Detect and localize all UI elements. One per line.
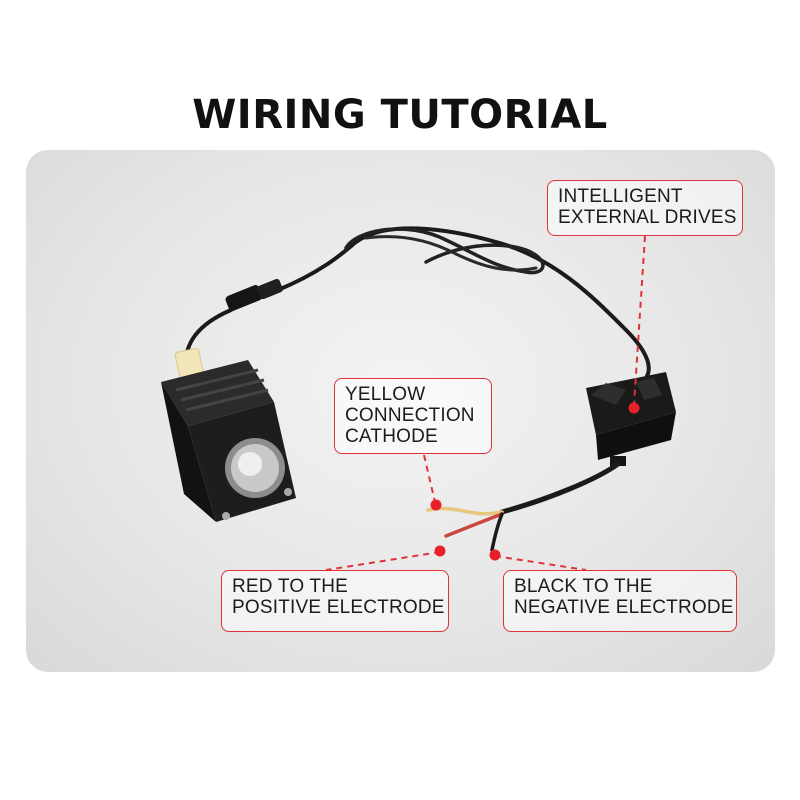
callout-black-wire: BLACK TO THE NEGATIVE ELECTRODE <box>503 570 737 632</box>
callout-text: YELLOW <box>345 384 426 405</box>
dot-yellow <box>430 499 442 511</box>
callout-text: CONNECTION <box>345 405 475 426</box>
cable-coil <box>344 227 545 275</box>
leader-red <box>325 551 441 571</box>
dot-drives <box>628 402 640 414</box>
callout-text: RED TO THE <box>232 576 349 597</box>
driver-cable <box>499 461 621 515</box>
leader-black <box>494 555 587 571</box>
callout-intelligent-drives: INTELLIGENT EXTERNAL DRIVES <box>547 180 743 236</box>
driver-box <box>586 372 676 466</box>
page-title: WIRING TUTORIAL <box>192 92 608 138</box>
callout-red-wire: RED TO THE POSITIVE ELECTRODE <box>221 570 449 632</box>
callout-text: EXTERNAL DRIVES <box>558 207 737 228</box>
red-wire <box>444 512 504 538</box>
wiring-scene <box>161 226 676 571</box>
callout-yellow-wire: YELLOW CONNECTION CATHODE <box>334 378 492 454</box>
dot-red <box>434 545 446 557</box>
leader-yellow <box>423 454 436 503</box>
callout-text: BLACK TO THE <box>514 576 653 597</box>
dot-black <box>489 549 501 561</box>
product-photo: INTELLIGENT EXTERNAL DRIVES YELLOW CONNE… <box>26 150 775 672</box>
black-wire <box>490 512 504 552</box>
callout-text: POSITIVE ELECTRODE <box>232 597 445 618</box>
callout-text: INTELLIGENT <box>558 186 683 207</box>
led-module <box>161 360 296 522</box>
callout-text: CATHODE <box>345 426 438 447</box>
callout-text: NEGATIVE ELECTRODE <box>514 597 734 618</box>
cable-coil-2 <box>364 235 538 272</box>
inline-connector <box>225 278 283 311</box>
main-cable <box>276 226 651 387</box>
